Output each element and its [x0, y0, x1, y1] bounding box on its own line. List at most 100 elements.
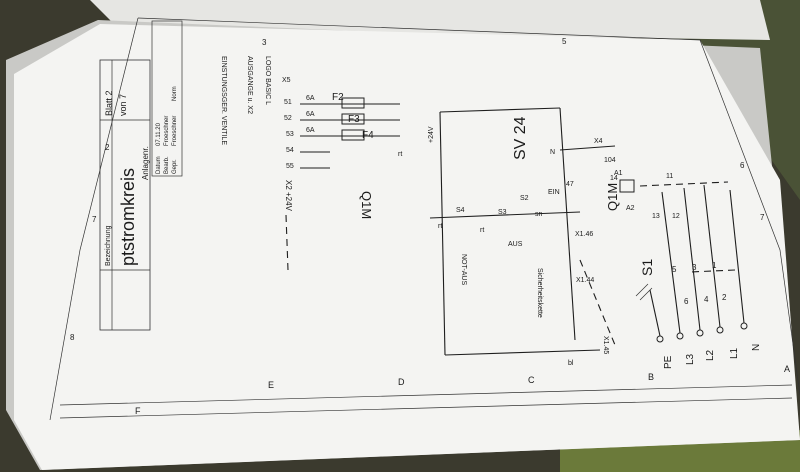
- wire-104: 104: [604, 157, 616, 164]
- fuse-f2-label: F2: [332, 92, 344, 103]
- terminal-53: 53: [286, 131, 294, 138]
- s2-label: S2: [520, 195, 529, 202]
- terminal-n-label: N: [751, 344, 762, 351]
- coil-a1: A1: [614, 170, 623, 177]
- terminal-54: 54: [286, 147, 294, 154]
- col-number-3: 3: [262, 38, 267, 47]
- terminal-l3-label: L3: [685, 353, 696, 365]
- fuse-group: F2 F3 F4 6A 6A 6A: [300, 92, 400, 141]
- fuse-f2-rating: 6A: [306, 95, 315, 102]
- wire-24v-top: [439, 107, 561, 113]
- fuse-f3: [341, 113, 365, 125]
- paper-sheet: [14, 24, 800, 470]
- rt-label-1: rt: [480, 227, 484, 234]
- col-number-8: 8: [70, 333, 75, 342]
- revision-block: Datum 07.11.20 Bearb. Froeschner Gepr. F…: [151, 20, 183, 177]
- col-number-7b: 7: [92, 215, 97, 224]
- col-number-7: 7: [760, 213, 765, 222]
- col-number-2: 2: [105, 143, 110, 152]
- rt-label-3: rt: [398, 151, 402, 158]
- frame-bottom: [59, 397, 793, 419]
- x2-plus24-label: X2 +24V: [284, 180, 293, 212]
- col-number-5: 5: [562, 37, 567, 46]
- terminal-l1-label: L1: [729, 347, 740, 359]
- x5-label: X5: [282, 77, 291, 84]
- terminal-52: 52: [284, 115, 292, 122]
- row-letter-c: C: [528, 375, 535, 385]
- row-letter-b: B: [648, 372, 654, 382]
- main-switch-label: S1: [639, 259, 655, 276]
- blatt-label: Blatt 2: [104, 90, 114, 116]
- rt-label-2: rt: [438, 223, 442, 230]
- s1-contact-5: 5: [672, 265, 677, 274]
- terminal-55: 55: [286, 163, 294, 170]
- s3-aus: AUS: [508, 241, 523, 248]
- fuse-f4: [341, 129, 365, 141]
- supply-label: SV 24: [512, 116, 529, 160]
- fuse-f4-rating: 6A: [306, 127, 315, 134]
- switch-linkage: [689, 269, 736, 273]
- frame-row-line: [59, 384, 793, 406]
- datum-label: Datum: [156, 156, 162, 174]
- s4-label: S4: [456, 207, 465, 214]
- norm-label: Norm: [172, 86, 178, 101]
- fuse-f3-label: F3: [348, 114, 360, 125]
- aux-14: 14: [610, 175, 618, 182]
- plus24-label: +24V: [428, 126, 435, 143]
- s2-ein: EIN: [548, 189, 560, 196]
- s1-contact-1: 1: [712, 261, 717, 270]
- s1-contact-4: 4: [704, 295, 709, 304]
- x1-45-label: X1.45: [602, 336, 609, 354]
- not-aus-label: NOT-AUS: [460, 254, 467, 285]
- fuse-f3-rating: 6A: [306, 111, 315, 118]
- frame-top: [137, 17, 800, 396]
- von-label: von 7: [118, 94, 128, 116]
- x4-label: X4: [594, 138, 603, 145]
- n-label: N: [550, 149, 555, 156]
- x2-dashed-line: [285, 214, 289, 271]
- x1-46-label: X1.46: [575, 231, 593, 238]
- ventile-label: EINSTUNGSGER. VENTILE: [220, 56, 227, 145]
- row-letter-f: F: [135, 406, 141, 416]
- bearb-name: Froeschner: [164, 116, 170, 146]
- power-terminals: N L1 L2 L3 PE: [656, 322, 762, 369]
- aux-12: 12: [672, 213, 680, 220]
- wire-n: [729, 189, 745, 324]
- anlagen-label: Anlagenr.: [141, 146, 150, 180]
- title-block: Bezeichnung ptstromkreis Anlagenr. Blatt…: [99, 59, 151, 331]
- s1-contact-6: 6: [684, 297, 689, 306]
- title-block-frame: [99, 59, 151, 331]
- s1-contact-3: 3: [692, 263, 697, 272]
- fuse-f2: [341, 97, 365, 109]
- gepr-label: Gepr.: [172, 159, 178, 174]
- fuse-f4-label: F4: [362, 130, 374, 141]
- contactor-label: Q1M: [605, 183, 620, 211]
- ausgange-label: AUSGANGE u. X2: [246, 56, 253, 114]
- s3-label: S3: [498, 209, 507, 216]
- q1m-big-label: Q1M: [359, 191, 374, 219]
- safety-chain-line: [579, 259, 616, 346]
- col-number-6: 6: [740, 161, 745, 170]
- logo-label: LOGO BASIC L: [264, 56, 271, 105]
- contactor-coil: [619, 179, 635, 193]
- bezeichnung-label: Bezeichnung: [105, 225, 112, 266]
- row-letter-a: A: [784, 364, 790, 374]
- terminal-pe-label: PE: [663, 355, 674, 369]
- bearb-label: Bearb.: [164, 156, 170, 174]
- contactor-linkage: [639, 181, 729, 187]
- row-letter-d: D: [398, 377, 405, 387]
- aux-13: 13: [652, 213, 660, 220]
- terminal-l2-label: L2: [705, 349, 716, 361]
- row-letter-e: E: [268, 380, 274, 390]
- drawing-title: ptstromkreis: [118, 168, 138, 266]
- s2-sn: sn: [535, 211, 543, 218]
- safety-chain-label: Sicherheitskette: [536, 268, 543, 318]
- s1-contact-2: 2: [722, 293, 727, 302]
- aux-11: 11: [666, 173, 673, 180]
- x1-44-label: X1.44: [576, 277, 594, 284]
- wire-47: 47: [566, 181, 574, 188]
- datum-value: 07.11.20: [156, 122, 162, 146]
- bl-label: bl: [568, 360, 574, 367]
